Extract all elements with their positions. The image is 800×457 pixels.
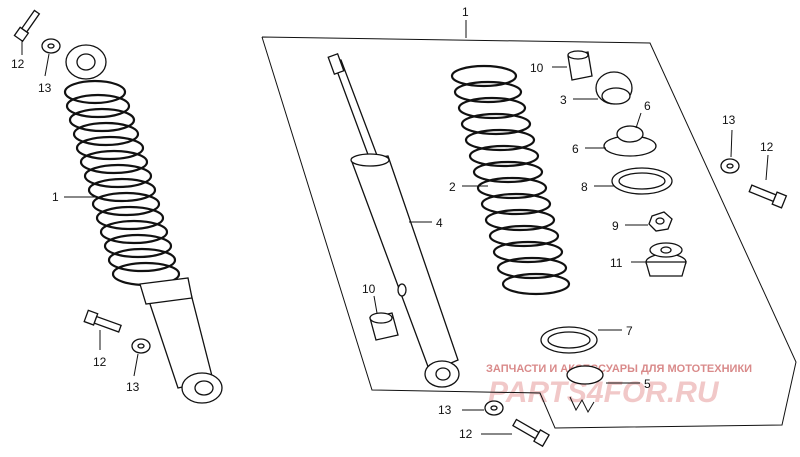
bottom-bolt <box>512 418 550 448</box>
callout-spring: 2 <box>449 180 456 194</box>
callout-bushing-top: 10 <box>530 61 544 75</box>
callout-left-assembly: 1 <box>52 190 59 204</box>
callout-nut: 9 <box>612 219 619 233</box>
spring-left <box>63 79 181 287</box>
stopper <box>603 125 657 157</box>
callout-bushing-center: 10 <box>362 282 376 296</box>
callout-bottom-bolt: 12 <box>459 427 473 441</box>
damper-body <box>351 155 459 373</box>
spring-seat <box>595 71 633 105</box>
callout-assembly: 1 <box>462 5 469 19</box>
upper-joint <box>645 242 687 277</box>
damper-unit <box>327 52 460 388</box>
callout-right-bolt: 12 <box>760 140 774 154</box>
callout-bottom-washer: 13 <box>438 403 452 417</box>
callout-lower-bolt-left: 12 <box>93 355 107 369</box>
stopper-ring <box>540 326 598 354</box>
callout-stopper-a: 6 <box>644 99 651 113</box>
callout-upper-joint: 11 <box>610 256 623 270</box>
lock-nut <box>566 365 604 414</box>
callout-top-washer-left: 13 <box>38 81 52 95</box>
spring-center <box>450 64 571 296</box>
exploded-group-outline <box>261 36 797 429</box>
callout-spring-seat: 3 <box>560 93 567 107</box>
lower-seat-left <box>139 277 193 305</box>
callout-damper: 4 <box>436 216 443 230</box>
lower-bolt-left <box>83 309 122 333</box>
shock-absorber-assembly <box>63 44 223 404</box>
callout-right-washer: 13 <box>722 113 736 127</box>
damper-rod <box>332 59 379 161</box>
callout-stopper-ring: 7 <box>626 324 633 338</box>
top-bolt-left <box>13 9 41 43</box>
callout-top-bolt-left: 12 <box>11 57 25 71</box>
nut <box>648 211 673 232</box>
right-bolt <box>748 184 788 209</box>
callout-stopper-b: 6 <box>572 142 579 156</box>
callout-spring-guide: 8 <box>581 180 588 194</box>
watermark-tagline: ЗАПЧАСТИ И АКСЕССУАРЫ ДЛЯ МОТОТЕХНИКИ <box>486 363 752 375</box>
spring-guide <box>611 167 673 195</box>
bushing-top <box>567 50 593 81</box>
bushing-center <box>369 312 399 341</box>
callout-lock-nut: 5 <box>644 377 651 391</box>
callout-lower-washer-left: 13 <box>126 380 140 394</box>
